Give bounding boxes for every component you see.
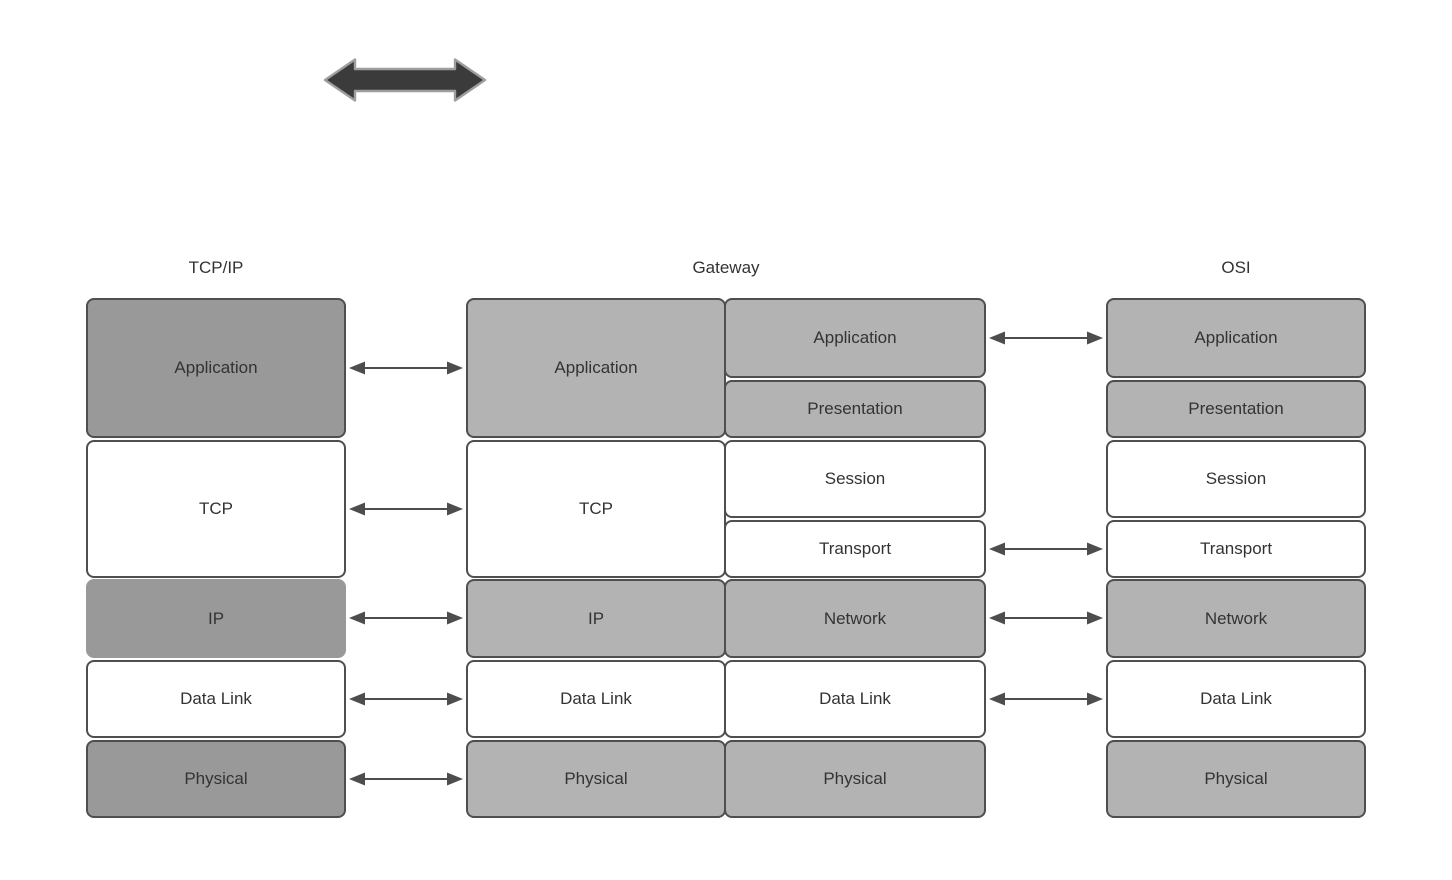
layer-box-label: Physical <box>1204 769 1268 788</box>
connector-arrow-tcpip-gateway-tcp <box>349 502 463 516</box>
layer-box-gateway-left-stack-application: Application <box>466 298 726 438</box>
layer-box-osi-stack-data-link: Data Link <box>1106 660 1366 738</box>
layer-box-osi-stack-transport: Transport <box>1106 520 1366 578</box>
layer-box-label: Network <box>823 608 887 628</box>
layer-box-label: IP <box>207 608 225 628</box>
layer-box-label: Presentation <box>807 399 903 418</box>
layer-box-gateway-right-stack-network: Network <box>724 579 986 658</box>
layer-box-label: Application <box>554 358 638 377</box>
layer-box-label: Data Link <box>180 689 252 708</box>
layer-box-label: Session <box>1205 469 1267 488</box>
connector-arrow-gateway-osi-data-link <box>989 692 1103 706</box>
layer-box-label: Application <box>174 358 258 377</box>
layer-box-label: Physical <box>823 769 887 788</box>
layer-box-gateway-left-stack-data-link: Data Link <box>466 660 726 738</box>
layer-box-gateway-right-stack-transport: Transport <box>724 520 986 578</box>
layer-box-label: TCP <box>199 499 233 518</box>
layer-box-gateway-right-stack-physical: Physical <box>724 740 986 818</box>
layer-box-tcpip-stack-tcp: TCP <box>86 440 346 578</box>
layer-box-tcpip-stack-application: Application <box>86 298 346 438</box>
layer-box-osi-stack-session: Session <box>1106 440 1366 518</box>
layer-box-label: Physical <box>184 769 248 788</box>
connector-arrow-tcpip-gateway-data-link <box>349 692 463 706</box>
layer-box-gateway-right-stack-session: Session <box>724 440 986 518</box>
layer-box-osi-stack-network: Network <box>1106 579 1366 658</box>
column-title-osi: OSI <box>1221 258 1251 277</box>
layer-box-label: Transport <box>1199 539 1273 558</box>
layer-box-label: Transport <box>818 539 892 558</box>
layer-box-label: Data Link <box>1200 689 1272 708</box>
connector-arrow-tcpip-gateway-application <box>349 361 463 375</box>
connector-arrow-tcpip-gateway-ip <box>349 611 463 625</box>
layer-box-label: Application <box>813 328 897 347</box>
connector-arrow-gateway-osi-network <box>989 611 1103 625</box>
layer-box-gateway-left-stack-physical: Physical <box>466 740 726 818</box>
layer-box-label: IP <box>587 608 605 628</box>
column-title-gateway: Gateway <box>692 258 760 277</box>
connector-arrow-gateway-osi-transport <box>989 542 1103 556</box>
layer-box-gateway-right-stack-data-link: Data Link <box>724 660 986 738</box>
double-arrow-icon <box>323 58 487 102</box>
layer-box-osi-stack-presentation: Presentation <box>1106 380 1366 438</box>
layer-box-osi-stack-application: Application <box>1106 298 1366 378</box>
column-title-tcpip: TCP/IP <box>188 258 244 277</box>
layer-box-label: Data Link <box>819 689 891 708</box>
layer-box-osi-stack-physical: Physical <box>1106 740 1366 818</box>
layer-box-gateway-left-stack-ip: IP <box>466 579 726 658</box>
layer-box-label: Data Link <box>560 689 632 708</box>
layer-box-label: Presentation <box>1188 399 1284 418</box>
layer-box-gateway-right-stack-presentation: Presentation <box>724 380 986 438</box>
layer-box-tcpip-stack-data-link: Data Link <box>86 660 346 738</box>
connector-arrow-tcpip-gateway-physical <box>349 772 463 786</box>
layer-box-gateway-right-stack-application: Application <box>724 298 986 378</box>
layer-box-label: Physical <box>564 769 628 788</box>
layer-box-tcpip-stack-physical: Physical <box>86 740 346 818</box>
layer-box-tcpip-stack-ip: IP <box>86 579 346 658</box>
layer-box-gateway-left-stack-tcp: TCP <box>466 440 726 578</box>
layer-box-label: Session <box>824 469 886 488</box>
layer-box-label: Application <box>1194 328 1278 347</box>
layer-box-label: Network <box>1204 608 1268 628</box>
layer-box-label: TCP <box>579 499 613 518</box>
connector-arrow-gateway-osi-application <box>989 331 1103 345</box>
